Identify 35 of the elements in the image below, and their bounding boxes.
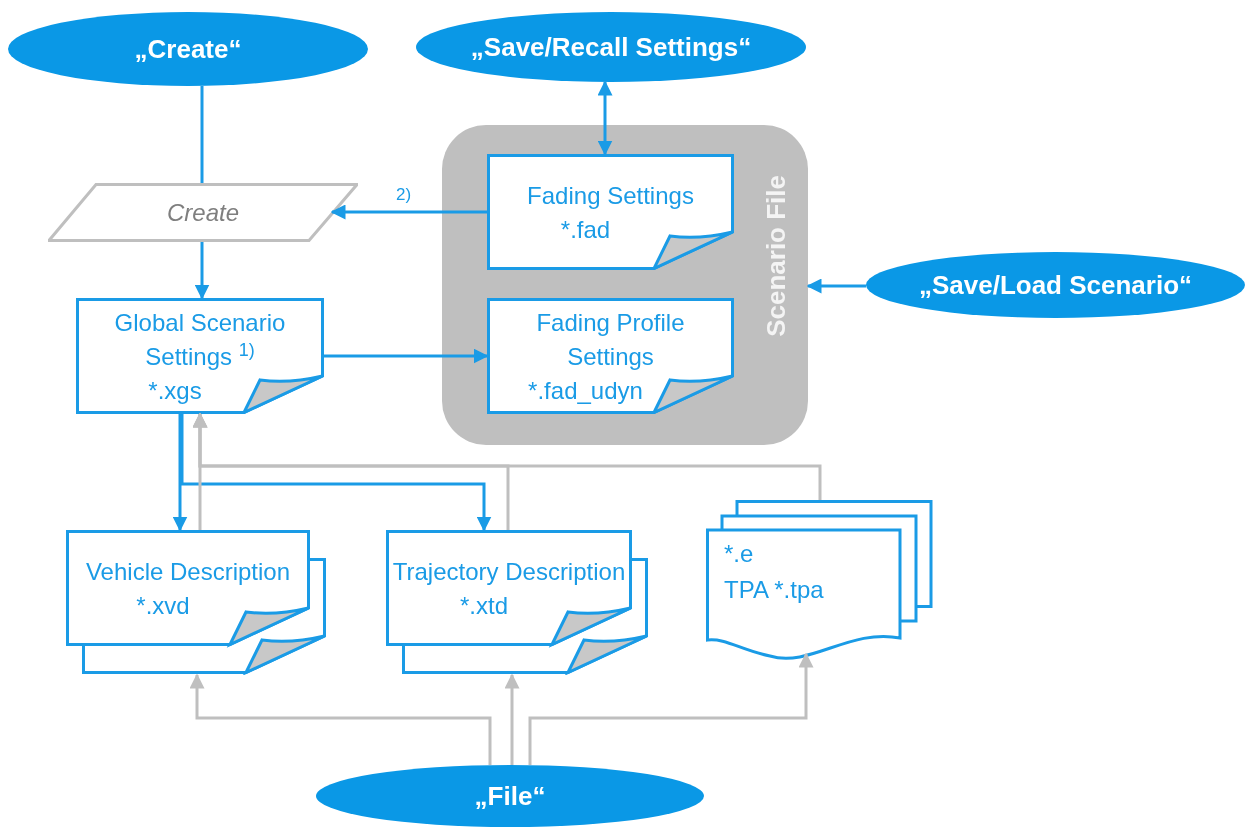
node-text: Trajectory Description <box>392 557 626 587</box>
connector-arrow <box>504 673 520 765</box>
document-shape <box>386 530 648 675</box>
node-text: „Save/Load Scenario“ <box>918 268 1193 302</box>
document-shape <box>66 530 326 675</box>
node-text: Vehicle Description <box>85 557 291 587</box>
document-shape <box>487 154 734 270</box>
node-text: Fading Settings <box>527 181 694 211</box>
node-text: *.e <box>724 539 755 569</box>
node-text: *.xgs <box>148 376 203 406</box>
document-shape <box>487 298 734 414</box>
connector-arrow <box>189 673 492 765</box>
connector-arrow <box>194 242 210 300</box>
node-text: *.fad <box>560 215 612 245</box>
connector-arrow <box>172 414 188 532</box>
node-text: „File“ <box>474 779 546 813</box>
input-parallelogram <box>48 183 358 242</box>
connector-arrow <box>330 204 487 220</box>
connector-arrow <box>192 412 822 500</box>
node-text: *.xtd <box>460 591 509 621</box>
connector-arrow <box>324 348 489 364</box>
node-text: Global Scenario Settings $^{1)}$ <box>113 308 287 372</box>
connector-arrow <box>597 80 613 156</box>
node-text: „Save/Recall Settings“ <box>470 30 752 64</box>
node-text: „Create“ <box>134 32 242 66</box>
group-container <box>442 125 808 445</box>
node-text: *.fad_udyn <box>528 376 644 406</box>
node-text: Fading Profile Settings <box>535 308 686 372</box>
node-text: TPA *.tpa <box>724 575 824 605</box>
node-text: *.xvd <box>136 591 191 621</box>
connector-arrow <box>806 278 866 294</box>
connector-arrow <box>528 652 814 765</box>
edge-label: 2) <box>396 186 412 203</box>
document-shape <box>76 298 324 414</box>
node-text: Create <box>166 197 239 228</box>
